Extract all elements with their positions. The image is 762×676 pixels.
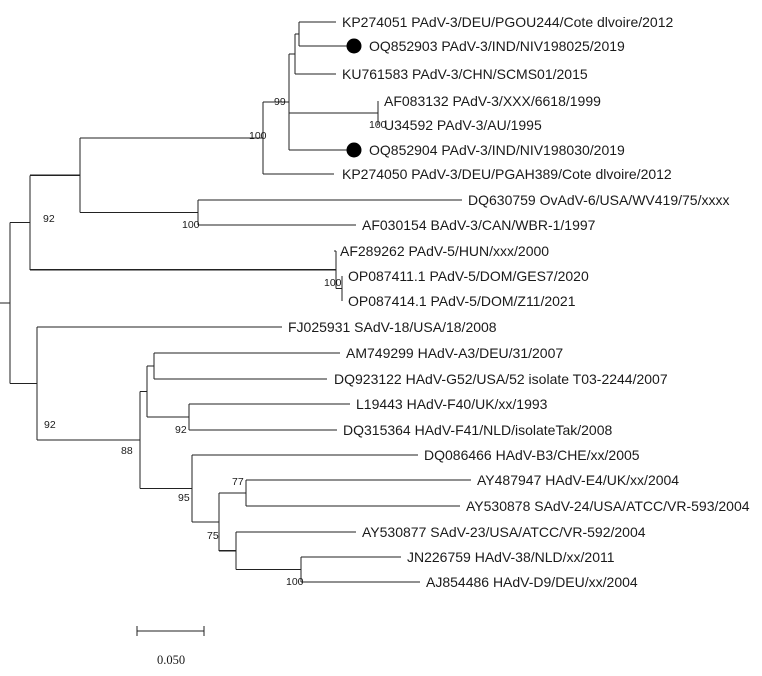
leaf-label-ku761583: KU761583 PAdV-3/CHN/SCMS01/2015 [342,66,588,82]
bootstrap-bs-lower-group: 92 [44,419,56,431]
leaf-label-dq315364: DQ315364 HAdV-F41/NLD/isolateTak/2008 [343,422,612,438]
sample-marker-oq852904 [346,142,362,158]
scale-bar: 0.050 [136,626,205,667]
leaf-label-ay530877: AY530877 SAdV-23/USA/ATCC/VR-592/2004 [362,524,646,540]
bootstrap-values: 99 100 100 100 100 92 92 92 88 95 77 75 100 [43,96,387,588]
tree-branches [0,21,471,583]
leaf-label-af083132: AF083132 PAdV-3/XXX/6618/1999 [384,93,601,109]
bootstrap-bs-inner-88: 88 [121,445,133,457]
bootstrap-bs-e4-sadv24: 77 [232,476,244,488]
leaf-label-fj025931: FJ025931 SAdV-18/USA/18/2008 [288,319,497,335]
leaf-label-oq852904: OQ852904 PAdV-3/IND/NIV198030/2019 [369,142,625,158]
bootstrap-bs-pav3-inner: 99 [274,96,286,108]
bootstrap-bs-pav3-clade: 100 [249,130,267,142]
leaf-label-aj854486: AJ854486 HAdV-D9/DEU/xx/2004 [426,574,638,590]
leaf-label-af289262: AF289262 PAdV-5/HUN/xxx/2000 [340,243,549,259]
leaf-label-u34592: U34592 PAdV-3/AU/1995 [384,117,542,133]
bootstrap-bs-inner-95: 95 [178,492,190,504]
leaf-label-kp274051: KP274051 PAdV-3/DEU/PGOU244/Cote dlvoire… [342,14,673,30]
bootstrap-bs-hadv-f: 92 [175,424,187,436]
leaf-label-kp274050: KP274050 PAdV-3/DEU/PGAH389/Cote dlvoire… [342,166,672,182]
leaf-label-af030154: AF030154 BAdV-3/CAN/WBR-1/1997 [362,217,596,233]
sample-markers [346,38,362,158]
leaf-label-l19443: L19443 HAdV-F40/UK/xx/1993 [356,396,548,412]
bootstrap-bs-hadv38-d9: 100 [286,576,304,588]
bootstrap-bs-pav5: 100 [324,277,342,289]
leaf-label-dq630759: DQ630759 OvAdV-6/USA/WV419/75/xxxx [468,192,729,208]
leaf-label-ay487947: AY487947 HAdV-E4/UK/xx/2004 [477,472,679,488]
scale-bar-label: 0.050 [157,653,185,667]
bootstrap-bs-ov-bov: 100 [182,219,200,231]
leaf-labels: KP274051 PAdV-3/DEU/PGOU244/Cote dlvoire… [288,14,750,590]
leaf-label-ay530878: AY530878 SAdV-24/USA/ATCC/VR-593/2004 [466,498,750,514]
leaf-label-dq086466: DQ086466 HAdV-B3/CHE/xx/2005 [424,447,640,463]
bootstrap-bs-upper-group: 92 [43,213,55,225]
bootstrap-bs-af083132-u34592: 100 [369,119,387,131]
bootstrap-bs-inner-75: 75 [207,530,219,542]
leaf-label-op087414: OP087414.1 PAdV-5/DOM/Z11/2021 [348,293,576,309]
leaf-label-jn226759: JN226759 HAdV-38/NLD/xx/2011 [407,549,615,565]
leaf-label-am749299: AM749299 HAdV-A3/DEU/31/2007 [346,345,563,361]
leaf-label-dq923122: DQ923122 HAdV-G52/USA/52 isolate T03-224… [334,371,668,387]
leaf-label-op087411: OP087411.1 PAdV-5/DOM/GES7/2020 [348,268,589,284]
leaf-label-oq852903: OQ852903 PAdV-3/IND/NIV198025/2019 [369,38,625,54]
sample-marker-oq852903 [346,38,362,54]
